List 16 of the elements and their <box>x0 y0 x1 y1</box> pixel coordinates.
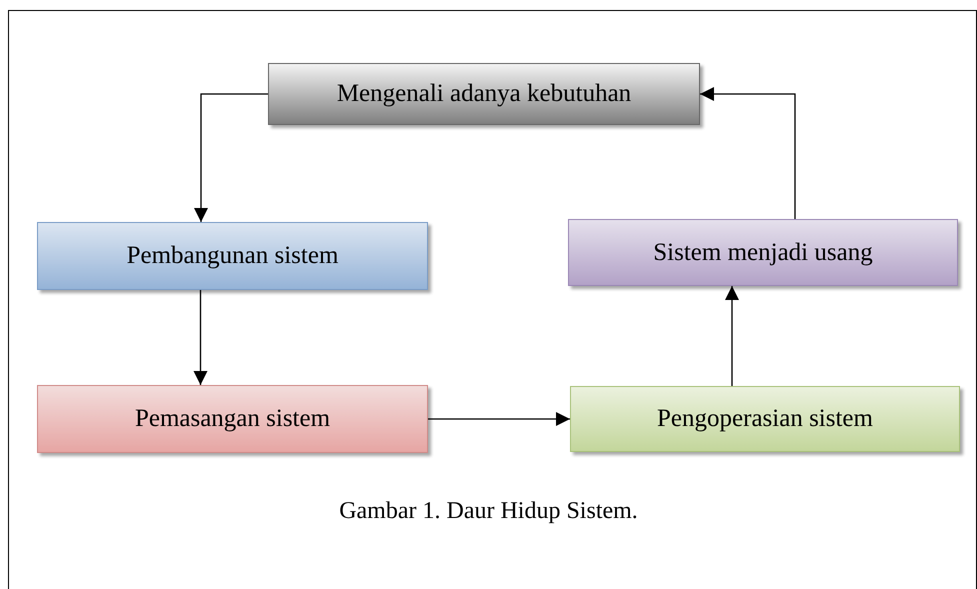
figure-caption: Gambar 1. Daur Hidup Sistem. <box>339 498 638 524</box>
arrow <box>194 93 268 222</box>
process-box <box>37 222 428 290</box>
process-box <box>570 386 960 452</box>
arrow <box>700 87 796 219</box>
box-label: Pengoperasian sistem <box>657 405 873 433</box>
arrow <box>194 290 208 385</box>
arrow <box>725 286 739 386</box>
box-label: Pemasangan sistem <box>134 405 330 433</box>
box-label: Sistem menjadi usang <box>653 238 873 266</box>
box-label: Mengenali adanya kebutuhan <box>336 80 632 108</box>
process-box <box>268 63 700 125</box>
process-box <box>37 385 428 453</box>
box-label: Pembangunan sistem <box>126 242 338 270</box>
arrow <box>428 412 570 426</box>
process-box <box>568 219 958 286</box>
